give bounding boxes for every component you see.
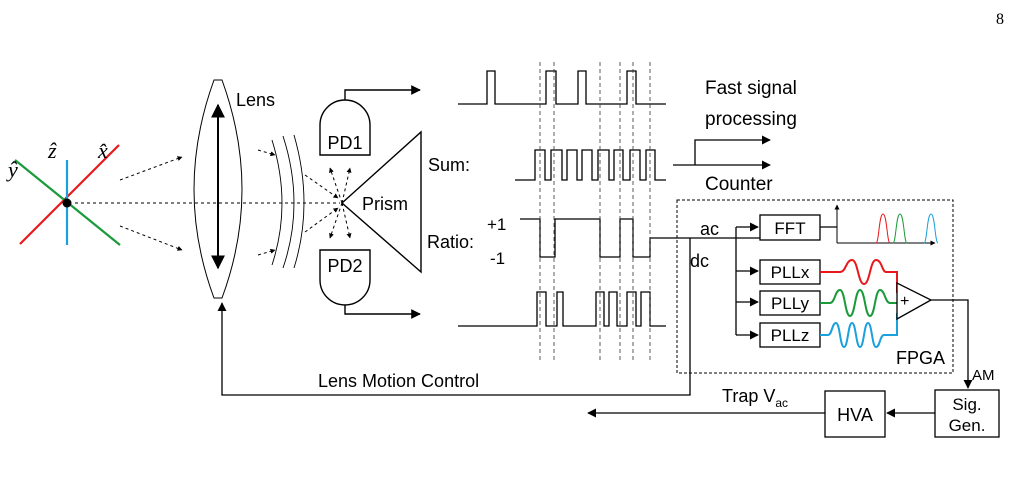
fft-box — [759, 214, 821, 241]
pllz-box — [759, 322, 821, 348]
sig-gen-label-2: Gen. — [949, 416, 986, 435]
pd1-pulse-train — [458, 70, 666, 105]
fft-peak-y — [892, 213, 908, 244]
fpga-wiring — [217, 222, 973, 396]
fpga-box — [676, 199, 954, 374]
sig-gen-box — [934, 389, 1000, 438]
ratio-label: Ratio: — [427, 232, 474, 252]
page-number: 8 — [996, 11, 1004, 28]
pd1-label: PD1 — [327, 133, 362, 153]
pulse-trains — [458, 70, 680, 327]
x-axis-line — [19, 144, 120, 245]
hva-label: HVA — [837, 405, 873, 425]
fft-peak-z — [923, 213, 939, 244]
fpga-label: FPGA — [896, 348, 945, 368]
plly-box — [759, 290, 821, 316]
coordinate-axes: ŷ ẑ x̂ — [6, 138, 121, 246]
sum-symbol: + — [900, 293, 909, 310]
sum-pulse-train — [515, 149, 666, 181]
fft-label: FFT — [774, 219, 805, 238]
sum-label: Sum: — [428, 155, 470, 175]
fast-signal-label: Fast signal — [705, 78, 797, 99]
pllx-label: PLLx — [771, 263, 810, 282]
sig-gen-label-1: Sig. — [952, 395, 981, 414]
lens-shape — [193, 79, 243, 299]
wavefronts — [271, 134, 305, 269]
timing-lines — [539, 62, 651, 360]
pllx-wave — [820, 258, 898, 293]
summing-amplifier — [896, 281, 933, 321]
pd2-label: PD2 — [327, 256, 362, 276]
x-axis-label: x̂ — [97, 138, 108, 163]
pllz-wave — [820, 313, 898, 349]
origin-dot — [62, 198, 72, 208]
am-label: AM — [972, 367, 995, 384]
ratio-pulse-train — [520, 218, 680, 258]
hva-box — [824, 390, 886, 438]
z-axis-label: ẑ — [47, 138, 57, 163]
y-axis-label: ŷ — [6, 157, 18, 182]
minus-one-label: -1 — [490, 249, 505, 268]
prism-label: Prism — [362, 194, 408, 214]
ac-label: ac — [700, 219, 719, 239]
lens: Lens — [193, 79, 275, 299]
processing-label: processing — [705, 109, 797, 130]
photodiode-pd1: PD1 — [319, 85, 421, 156]
trap-v-label: Trap Vac — [722, 386, 788, 410]
light-rays-right — [257, 149, 352, 256]
fft-peak-x — [875, 213, 891, 244]
pllz-label: PLLz — [771, 326, 810, 345]
counter-label: Counter — [705, 174, 773, 195]
fft-spectrum-plot — [834, 204, 939, 246]
prism: Prism — [340, 130, 422, 274]
sum-output-arrows — [673, 135, 771, 170]
lens-motion-control-label: Lens Motion Control — [318, 371, 479, 391]
dc-label: dc — [690, 251, 709, 271]
plus-one-label: +1 — [487, 215, 506, 234]
light-rays-left — [75, 156, 340, 251]
pd2-pulse-train — [458, 291, 666, 327]
plly-label: PLLy — [771, 294, 810, 313]
photodiode-pd2: PD2 — [319, 249, 421, 319]
plly-wave — [820, 288, 900, 318]
lens-label: Lens — [236, 90, 275, 110]
